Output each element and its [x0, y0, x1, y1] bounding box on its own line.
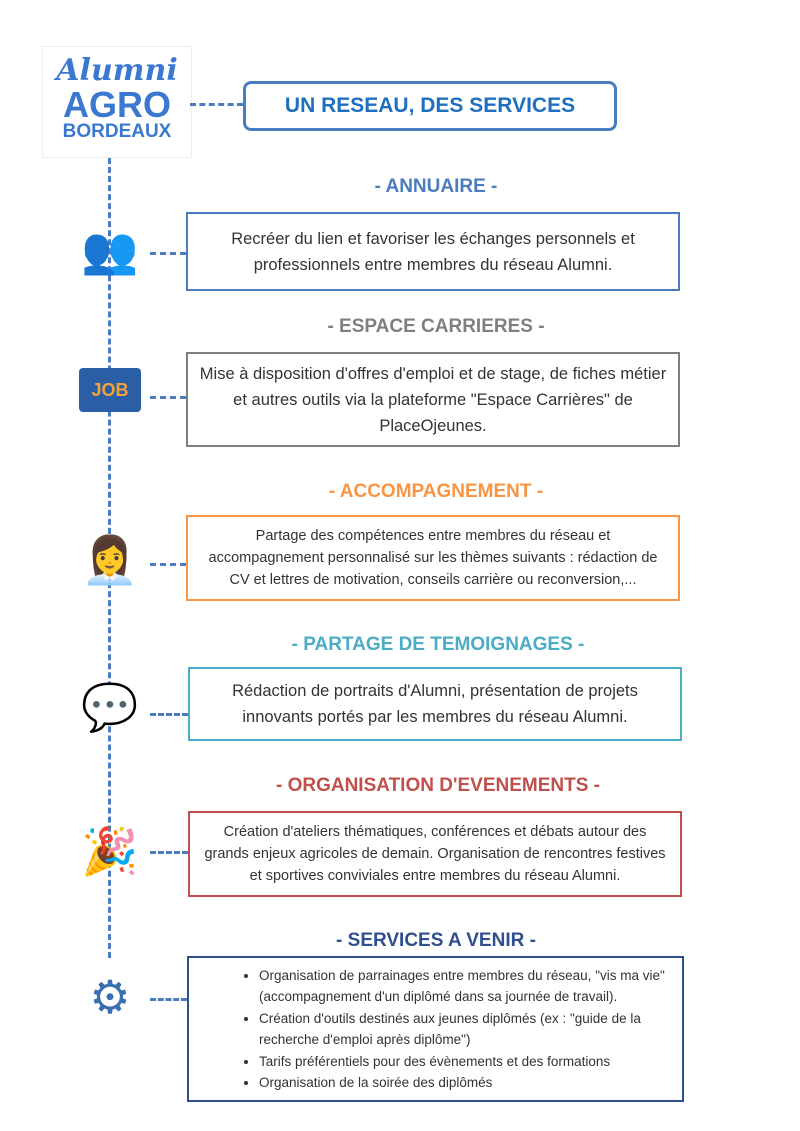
services-list: Organisation de parrainages entre membre… [199, 965, 672, 1094]
connector [150, 998, 187, 1001]
section-heading-annuaire: - ANNUAIRE - [374, 176, 498, 197]
bunting-flags-icon: 🎉 [81, 825, 139, 877]
connector [150, 851, 188, 854]
gears-icon: ⚙ [89, 971, 131, 1023]
connector [150, 713, 188, 716]
page-title: UN RESEAU, DES SERVICES [243, 81, 617, 131]
section-heading-services-a-venir: - SERVICES A VENIR - [336, 930, 536, 951]
section-box-temoignages: Rédaction de portraits d'Alumni, présent… [188, 667, 682, 741]
people-group-icon: 👥 [81, 224, 139, 276]
section-box-espace-carrieres: Mise à disposition d'offres d'emploi et … [186, 352, 680, 447]
logo-alumni: Alumni [56, 53, 178, 88]
section-box-annuaire: Recréer du lien et favoriser les échange… [186, 212, 680, 291]
connector [190, 103, 243, 106]
list-item: Organisation de parrainages entre membre… [259, 965, 672, 1008]
connector [150, 396, 186, 399]
section-box-services-a-venir: Organisation de parrainages entre membre… [187, 956, 684, 1102]
logo-bordeaux: BORDEAUX [62, 121, 172, 142]
section-heading-temoignages: - PARTAGE DE TEMOIGNAGES - [291, 634, 585, 655]
logo-agro: AGRO [63, 84, 171, 125]
list-item: Création d'outils destinés aux jeunes di… [259, 1008, 672, 1051]
list-item: Organisation de la soirée des diplômés [259, 1072, 672, 1094]
logo: Alumni AGRO BORDEAUX [42, 46, 192, 158]
job-monitor-icon: JOB [70, 360, 150, 430]
section-box-evenements: Création d'ateliers thématiques, confére… [188, 811, 682, 897]
list-item: Tarifs préférentiels pour des évènements… [259, 1051, 672, 1073]
chat-people-icon: 💬 [81, 681, 139, 733]
section-heading-espace-carrieres: - ESPACE CARRIERES - [327, 316, 545, 337]
connector [150, 563, 186, 566]
section-heading-evenements: - ORGANISATION D'EVENEMENTS - [275, 775, 600, 796]
section-heading-accompagnement: - ACCOMPAGNEMENT - [328, 481, 544, 502]
section-box-accompagnement: Partage des compétences entre membres du… [186, 515, 680, 601]
person-growth-icon: 👩‍💼 [81, 534, 139, 586]
timeline-line [108, 158, 111, 958]
connector [150, 252, 186, 255]
